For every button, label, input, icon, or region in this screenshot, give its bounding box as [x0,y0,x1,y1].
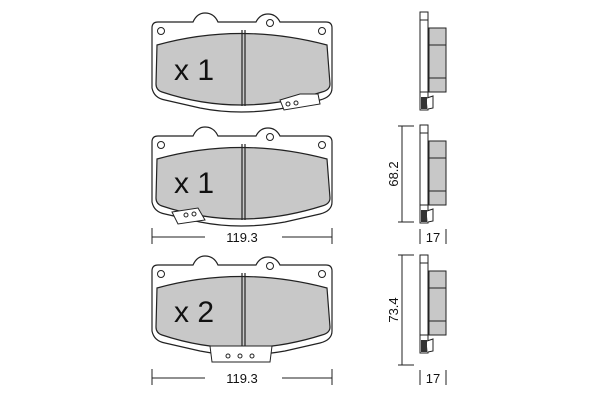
height-dimension-2: 73.4 [386,254,414,366]
pad-3-quantity: x 2 [174,296,214,329]
width-label-1: 119.3 [226,230,258,245]
height-dimension-1: 68.2 [386,125,414,223]
thickness-label-1: 17 [426,230,440,245]
thickness-dimension-2: 17 [419,370,447,386]
side-view-2 [419,124,447,224]
width-label-2: 119.3 [226,371,258,386]
brake-pad-2: x 1 [151,126,333,227]
pad-2-quantity: x 1 [174,167,214,200]
side-view-3 [419,254,447,354]
height-label-2: 73.4 [386,297,401,322]
height-label-1: 68.2 [386,161,401,186]
brake-pad-1: x 1 [151,12,333,113]
pad-1-quantity: x 1 [174,54,214,87]
width-dimension-1: 119.3 [151,228,333,245]
width-dimension-2: 119.3 [151,369,333,386]
brake-pad-3: x 2 [151,255,333,363]
thickness-dimension-1: 17 [419,229,447,245]
thickness-label-2: 17 [426,371,440,386]
side-view-1 [419,11,447,111]
